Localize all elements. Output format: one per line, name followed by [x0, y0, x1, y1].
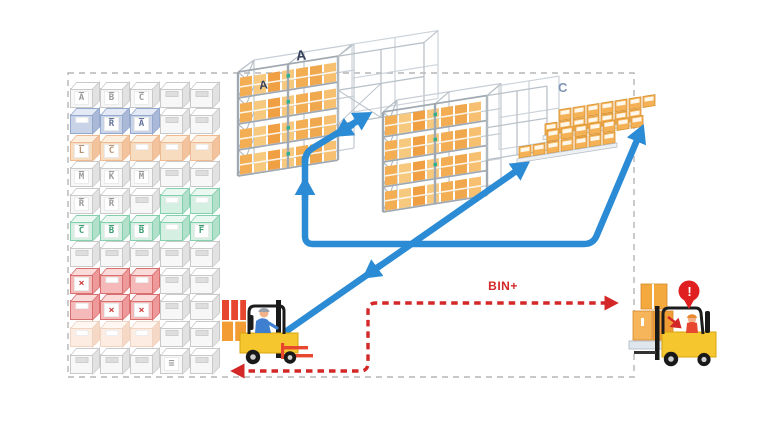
storage-bin: B [100, 82, 130, 109]
storage-bin: R [100, 109, 130, 136]
storage-bin [100, 348, 130, 375]
rack-c-pallets [516, 94, 656, 164]
storage-bin [160, 242, 190, 269]
rack-a [236, 43, 355, 177]
storage-bin: C [70, 215, 100, 242]
storage-bin [160, 188, 190, 215]
storage-bin: R [100, 188, 130, 215]
storage-bin [130, 135, 160, 162]
storage-bin [190, 321, 220, 348]
storage-bin [160, 162, 190, 189]
rack-a-front-label: A [258, 77, 269, 93]
storage-bin: F [190, 215, 220, 242]
storage-bin [190, 242, 220, 269]
bin-route-label: BIN+ [488, 279, 518, 293]
alert-badge [678, 280, 700, 309]
rack-b-extension [486, 75, 560, 161]
storage-bin [130, 348, 160, 375]
storage-bin: A [70, 82, 100, 109]
storage-bin [160, 295, 190, 322]
storage-bin [130, 268, 160, 295]
storage-bin [160, 109, 190, 136]
rack-b [381, 82, 502, 213]
storage-bin [70, 348, 100, 375]
forklift-receiving-icon [634, 306, 717, 367]
storage-bin [160, 82, 190, 109]
storage-bin: B [100, 215, 130, 242]
storage-bin [100, 242, 130, 269]
storage-bin [190, 188, 220, 215]
storage-bin: M [70, 162, 100, 189]
storage-bin: × [70, 268, 100, 295]
bin-route-dashed [230, 295, 619, 379]
storage-bin [160, 135, 190, 162]
storage-bin: B [130, 215, 160, 242]
forklift-icon [222, 300, 313, 365]
storage-bin [190, 295, 220, 322]
storage-bin: C [100, 135, 130, 162]
storage-bin [100, 268, 130, 295]
storage-bin: L [70, 135, 100, 162]
storage-bin [160, 268, 190, 295]
storage-bin [190, 268, 220, 295]
storage-bin [160, 215, 190, 242]
storage-bin: × [130, 295, 160, 322]
storage-bin [130, 188, 160, 215]
storage-bin: K [100, 162, 130, 189]
storage-bin [190, 109, 220, 136]
storage-bin: × [100, 295, 130, 322]
storage-bin [190, 162, 220, 189]
storage-bin [190, 348, 220, 375]
storage-bin [70, 295, 100, 322]
picking-route-arrows [284, 111, 647, 334]
bin-dropoff-boxes [628, 283, 676, 350]
alert-exclamation: ! [687, 284, 692, 299]
storage-bin [70, 109, 100, 136]
storage-bin: M [130, 162, 160, 189]
storage-bin: C [130, 82, 160, 109]
rack-a-extension [337, 29, 439, 125]
storage-bin: ≡ [160, 348, 190, 375]
storage-bin [100, 321, 130, 348]
rack-a-label: A [295, 46, 307, 64]
storage-bin [70, 242, 100, 269]
storage-bin [130, 242, 160, 269]
storage-bin [190, 82, 220, 109]
storage-bin: R [70, 188, 100, 215]
storage-bin [70, 321, 100, 348]
storage-bin: A [130, 109, 160, 136]
rack-c-label: C [558, 80, 568, 95]
storage-bin [160, 321, 190, 348]
storage-bin [190, 135, 220, 162]
storage-bin [130, 321, 160, 348]
